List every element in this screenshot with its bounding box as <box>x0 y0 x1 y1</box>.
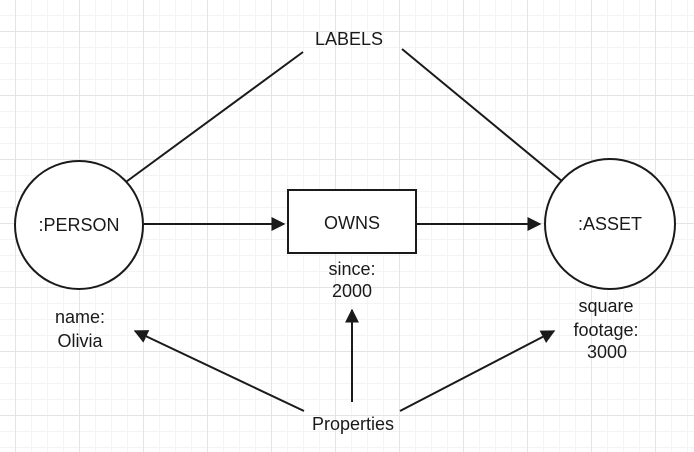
person-node-circle <box>14 160 144 290</box>
asset-property-key-line1-text: square <box>578 296 633 316</box>
labels-annotation-text: LABELS <box>315 29 383 49</box>
labels-arrow-to-asset <box>401 48 588 202</box>
person-property-key-text: name: <box>55 307 105 327</box>
properties-arrow-to-name <box>133 330 305 412</box>
properties-annotation-text: Properties <box>312 414 394 434</box>
person-property-value-text: Olivia <box>57 331 103 351</box>
labels-arrow-to-person <box>98 51 304 202</box>
owns-property-value-text: 2000 <box>332 281 372 301</box>
asset-node-label: :ASSET <box>578 214 642 234</box>
owns-relationship-box <box>287 189 417 254</box>
owns-relationship-label: OWNS <box>324 213 380 233</box>
person-node-label: :PERSON <box>38 215 119 235</box>
asset-property-key-line2-text: footage: <box>573 320 638 340</box>
asset-node-circle <box>544 158 676 290</box>
properties-arrow-to-footage <box>399 330 556 412</box>
asset-property-value-text: 3000 <box>587 342 627 362</box>
owns-property-key-text: since: <box>328 259 375 279</box>
